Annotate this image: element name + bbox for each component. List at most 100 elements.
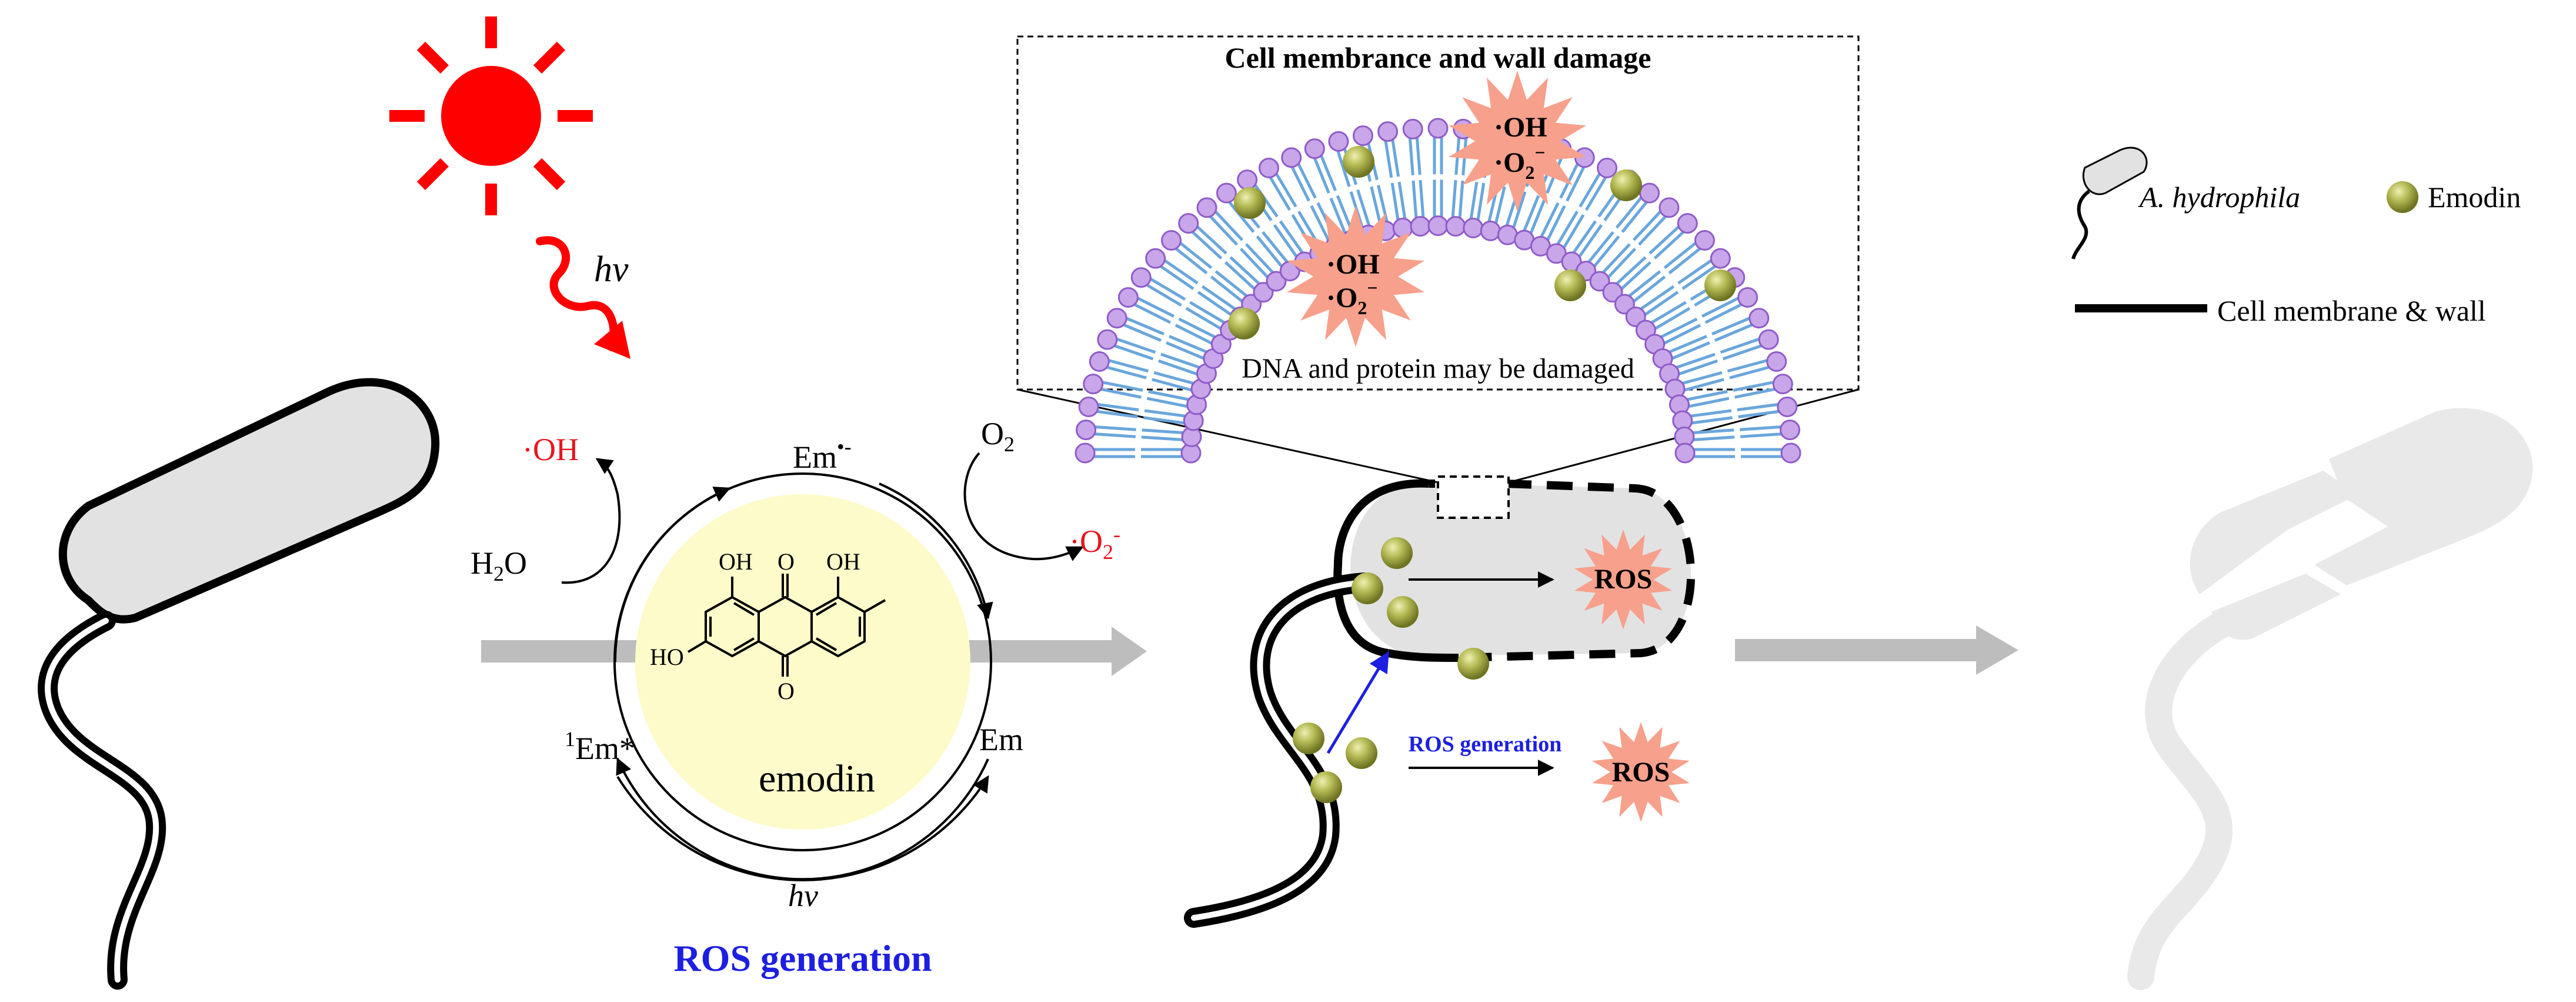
o2-label: O2 xyxy=(981,416,1015,456)
lipid-head xyxy=(1253,282,1274,303)
emodin-cycle xyxy=(561,452,1084,881)
lipid-head xyxy=(1427,215,1449,237)
lipid-head xyxy=(1089,351,1110,372)
ros-burst-outer xyxy=(1592,722,1690,822)
emodin-bead xyxy=(1352,572,1383,604)
burst2-oh: ·OH xyxy=(1326,249,1380,280)
lipid-head xyxy=(1130,267,1152,288)
emodin-bead xyxy=(1234,187,1266,219)
emodin-bead xyxy=(1310,771,1342,803)
ros-inner-label: ROS xyxy=(1594,564,1653,595)
process-arrow-2 xyxy=(1735,625,2018,675)
emodin-core xyxy=(635,494,970,830)
emodin-oh-right: OH xyxy=(826,548,860,575)
lipid-head xyxy=(1677,213,1698,234)
inset-title: Cell membrance and wall damage xyxy=(1225,41,1651,74)
burst1-oh: ·OH xyxy=(1494,112,1547,143)
lipid-head xyxy=(1328,131,1349,152)
burst1-o2: ·O2− xyxy=(1494,142,1546,183)
emodin-bead xyxy=(1228,308,1260,339)
lipid-head xyxy=(1196,197,1217,218)
hv-top-label: hv xyxy=(594,249,629,289)
lipid-head xyxy=(1402,118,1423,139)
emodin-bead xyxy=(1381,537,1413,569)
ros-outer-label: ROS xyxy=(1612,757,1670,788)
inset-footer: DNA and protein may be damaged xyxy=(1242,353,1634,384)
lipid-head xyxy=(1410,216,1431,237)
emodin-o-bottom: O xyxy=(778,678,795,704)
o2-radical-label: ·O2- xyxy=(1069,522,1120,564)
hv-bottom-label: hv xyxy=(788,878,818,913)
lipid-head xyxy=(1266,271,1287,292)
lipid-head xyxy=(1674,442,1696,464)
emodin-bead xyxy=(1387,596,1419,628)
lipid-head xyxy=(1352,125,1373,147)
lipid-head xyxy=(1659,197,1680,218)
emodin-structure xyxy=(687,574,886,677)
emodin-o-top: O xyxy=(778,548,795,575)
lipid-head xyxy=(1083,374,1104,395)
lipid-head xyxy=(1758,329,1779,350)
legend-emodin-label: Emodin xyxy=(2428,181,2521,214)
lipid-head xyxy=(1710,248,1731,269)
lipid-head xyxy=(1463,218,1484,239)
em-label: Em xyxy=(979,722,1023,757)
lipid-head xyxy=(1777,396,1798,417)
emodin-bead xyxy=(1554,269,1586,301)
legend-emodin-icon xyxy=(2387,181,2418,213)
lipid-head xyxy=(1097,329,1118,350)
lipid-head xyxy=(1779,420,1800,441)
bacterium-intact xyxy=(38,378,440,990)
h2o-label: H2O xyxy=(471,545,527,585)
lipid-head xyxy=(1281,147,1302,168)
legend xyxy=(2071,147,2418,312)
lipid-head xyxy=(1117,287,1139,308)
emodin-bead xyxy=(1343,146,1374,178)
em-radical-label: Em•- xyxy=(793,435,852,475)
bacterium-damaged xyxy=(1184,475,1696,928)
bacterium-lysed xyxy=(2127,408,2533,990)
emodin-label: emodin xyxy=(759,757,875,800)
emodin-ho: HO xyxy=(650,644,684,670)
lipid-head xyxy=(1772,374,1793,395)
lipid-head xyxy=(1597,158,1618,179)
emodin-bead xyxy=(1704,269,1736,301)
burst2-o2: ·O2− xyxy=(1326,277,1378,318)
excited-em-label: 1Em* xyxy=(565,727,635,766)
lipid-head xyxy=(1078,396,1099,417)
lipid-head xyxy=(1377,121,1399,142)
lipid-head xyxy=(1737,287,1759,308)
ros-generation-small: ROS generation xyxy=(1409,732,1562,757)
emodin-bead xyxy=(1457,648,1489,680)
lipid-head xyxy=(1780,442,1801,464)
lipid-head xyxy=(1480,220,1501,241)
light-wave-arrow xyxy=(536,236,630,359)
radical-burst-1 xyxy=(1449,71,1586,212)
lipid-head xyxy=(1304,138,1325,159)
membrane-inset xyxy=(1016,35,1860,484)
emodin-entry-arrow xyxy=(1326,651,1390,754)
lipid-head xyxy=(1161,230,1182,251)
lipid-head xyxy=(1639,182,1660,204)
lipid-head xyxy=(1749,308,1770,329)
emodin-bead xyxy=(1293,723,1324,754)
ros-generation-title: ROS generation xyxy=(673,937,932,979)
lipid-head xyxy=(1145,248,1166,269)
radical-burst-2 xyxy=(1287,206,1424,347)
lipid-head xyxy=(1258,158,1279,179)
lipid-head xyxy=(1216,182,1237,204)
lipid-head xyxy=(1178,213,1199,234)
lipid-head xyxy=(1766,351,1787,372)
legend-bacterium-icon xyxy=(2071,147,2148,259)
lipid-head xyxy=(1076,420,1097,441)
emodin-bead xyxy=(1346,737,1377,769)
lipid-head xyxy=(1589,271,1610,292)
emodin-beads xyxy=(1228,146,1736,803)
legend-membrane-label: Cell membrane & wall xyxy=(2217,294,2486,327)
lipid-head xyxy=(1694,230,1715,251)
emodin-bead xyxy=(1610,169,1642,201)
lipid-head xyxy=(1106,308,1127,329)
lipid-head xyxy=(1427,118,1449,139)
legend-bacterium-label: A. hydrophila xyxy=(2138,181,2300,214)
